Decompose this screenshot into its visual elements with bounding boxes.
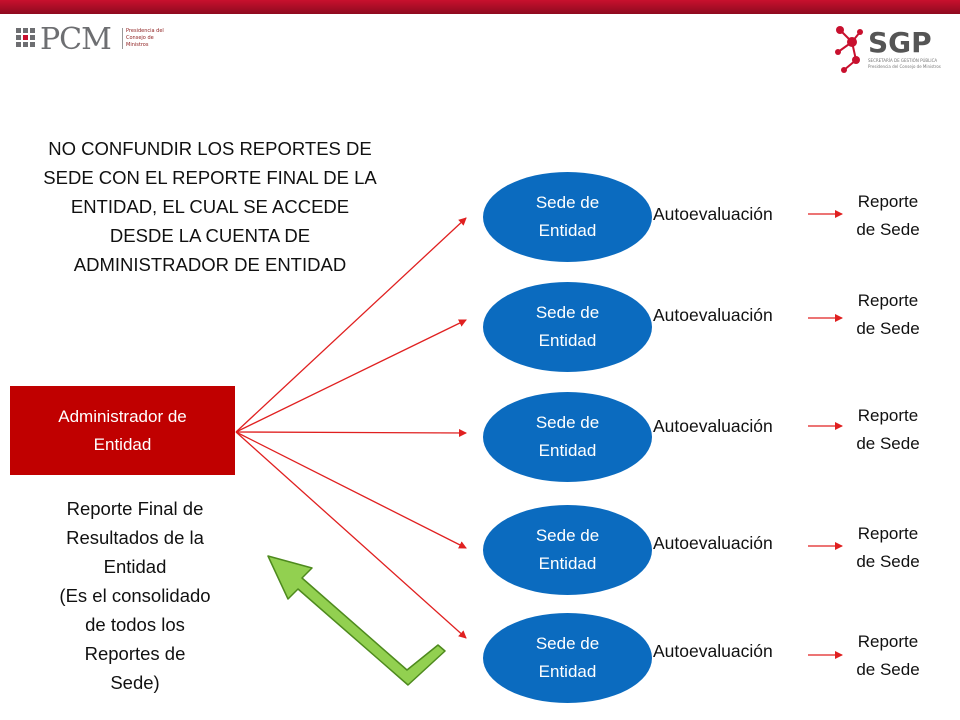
- sede-label-line: Entidad: [538, 441, 597, 460]
- sede-label-line: Sede de: [535, 193, 600, 212]
- note-line: ENTIDAD, EL CUAL SE ACCEDE: [70, 196, 350, 217]
- admin-to-sede-4-arrow: [235, 431, 467, 549]
- reporte-sede-2: Reporte de Sede: [848, 287, 928, 343]
- admin-to-sede-1-arrow: [235, 217, 467, 433]
- sgp-logo-text: SGP: [868, 26, 932, 59]
- sede-label-line: Entidad: [538, 331, 597, 350]
- final-report-line: (Es el consolidado: [59, 585, 211, 606]
- pcm-logo-subtitle: Presidencia del Consejo de Ministros: [122, 28, 166, 49]
- final-report-line: Sede): [110, 672, 160, 693]
- pcm-emblem-icon: [16, 28, 35, 47]
- warning-note: NO CONFUNDIR LOS REPORTES DE SEDE CON EL…: [30, 134, 390, 279]
- admin-label-line: Entidad: [93, 434, 152, 454]
- reporte-sede-1: Reporte de Sede: [848, 188, 928, 244]
- sede-node-4: Sede de Entidad: [483, 505, 652, 595]
- admin-to-sede-3-arrow: [235, 428, 467, 437]
- note-line: SEDE CON EL REPORTE FINAL DE LA: [43, 167, 377, 188]
- pcm-logo: PCM Presidencia del Consejo de Ministros: [14, 22, 164, 62]
- sede-label-line: Entidad: [538, 221, 597, 240]
- reporte-line: de Sede: [856, 660, 920, 679]
- admin-to-sede-5-arrow: [235, 431, 467, 639]
- admin-to-sede-2-arrow: [235, 319, 467, 433]
- reporte-line: de Sede: [856, 319, 920, 338]
- final-report-line: Entidad: [103, 556, 167, 577]
- admin-label-line: Administrador de: [58, 406, 187, 426]
- final-report-line: Reportes de: [84, 643, 186, 664]
- autoevaluacion-label-5: Autoevaluación: [653, 641, 773, 661]
- note-line: ADMINISTRADOR DE ENTIDAD: [73, 254, 347, 275]
- reporte-sede-5: Reporte de Sede: [848, 628, 928, 684]
- reporte-line: de Sede: [856, 552, 920, 571]
- sede-node-1: Sede de Entidad: [483, 172, 652, 262]
- autoevaluacion-label-4: Autoevaluación: [653, 533, 773, 553]
- note-line: NO CONFUNDIR LOS REPORTES DE: [48, 138, 372, 159]
- sede-node-2: Sede de Entidad: [483, 282, 652, 372]
- reporte-sede-4: Reporte de Sede: [848, 520, 928, 576]
- autoevaluacion-label-1: Autoevaluación: [653, 204, 773, 224]
- reporte-line: Reporte: [857, 524, 919, 543]
- top-accent-bar: [0, 0, 960, 14]
- pcm-logo-text: PCM: [40, 22, 112, 57]
- sede-label-line: Sede de: [535, 634, 600, 653]
- final-report-line: Resultados de la: [66, 527, 204, 548]
- note-line: DESDE LA CUENTA DE: [109, 225, 311, 246]
- sgp-network-icon: [835, 26, 863, 73]
- final-report-line: de todos los: [85, 614, 185, 635]
- autoevaluacion-label-3: Autoevaluación: [653, 416, 773, 436]
- final-report-line: Reporte Final de: [66, 498, 204, 519]
- sede-label-line: Entidad: [538, 554, 597, 573]
- sede-label-line: Sede de: [535, 413, 600, 432]
- admin-entity-box: Administrador de Entidad: [10, 386, 235, 475]
- sede-node-5: Sede de Entidad: [483, 613, 652, 703]
- autoevaluacion-label-2: Autoevaluación: [653, 305, 773, 325]
- sede-label-line: Entidad: [538, 662, 597, 681]
- sede-node-3: Sede de Entidad: [483, 392, 652, 482]
- reporte-line: Reporte: [857, 632, 919, 651]
- sede-label-line: Sede de: [535, 303, 600, 322]
- reporte-line: de Sede: [856, 434, 920, 453]
- reporte-line: de Sede: [856, 220, 920, 239]
- reporte-line: Reporte: [857, 406, 919, 425]
- reporte-line: Reporte: [857, 192, 919, 211]
- sgp-logo: SGP SECRETARÍA DE GESTIÓN PÚBLICA Presid…: [830, 20, 950, 80]
- final-report-caption: Reporte Final de Resultados de la Entida…: [30, 494, 240, 697]
- return-arrow-icon: [267, 555, 446, 686]
- reporte-sede-3: Reporte de Sede: [848, 402, 928, 458]
- sede-label-line: Sede de: [535, 526, 600, 545]
- reporte-line: Reporte: [857, 291, 919, 310]
- sgp-logo-subtitle: SECRETARÍA DE GESTIÓN PÚBLICA Presidenci…: [868, 58, 941, 69]
